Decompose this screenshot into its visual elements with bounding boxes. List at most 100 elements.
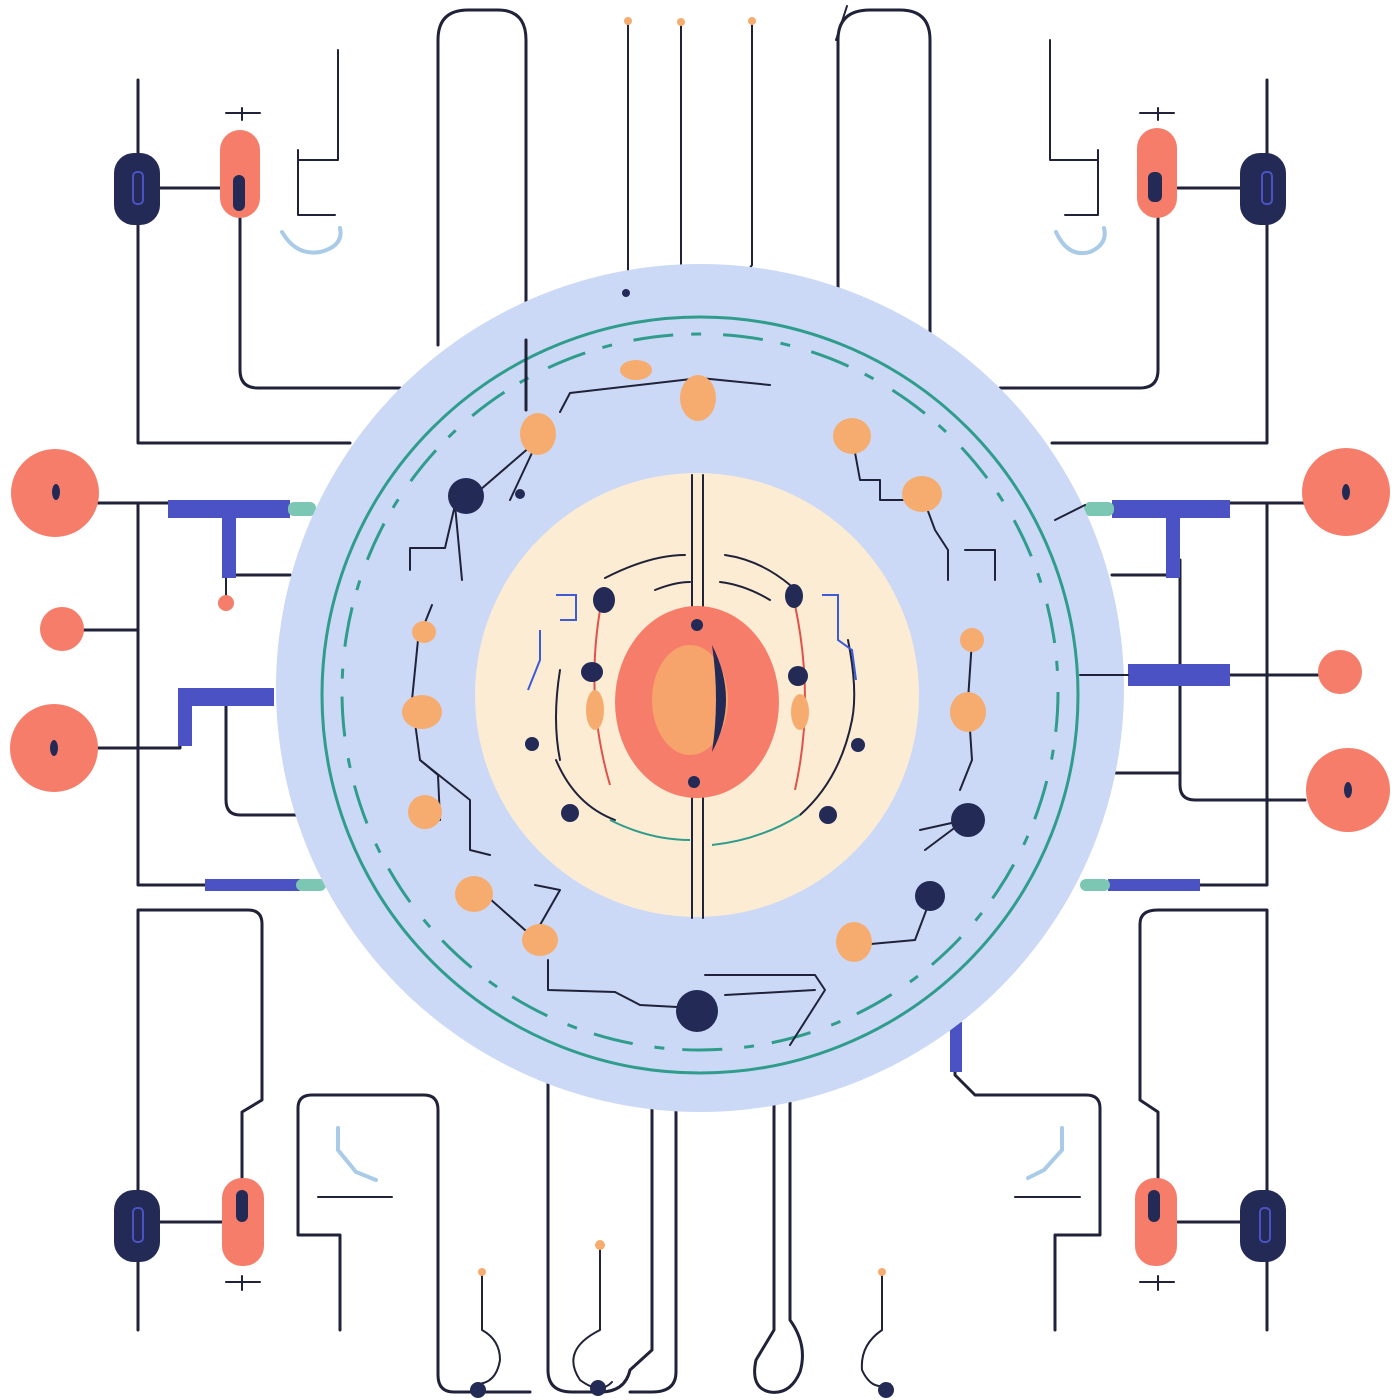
disc-wire-b [559,377,771,413]
plug-icon [114,153,160,225]
probe-tip [624,17,632,25]
peach-nodes [402,360,986,962]
blue-bus-bars [168,500,1230,1072]
peach-node [833,418,871,454]
right-terminal-wire-3 [1178,558,1307,802]
top-right-fuse-wire [998,213,1160,390]
ring-terminal-icon [1318,650,1362,694]
navy-node [878,1382,894,1398]
inner-arc-3 [654,581,691,591]
disc-wire-d [851,435,921,501]
inner-arc-4 [719,581,771,601]
probe-tip [478,1268,486,1276]
navy-node [676,990,718,1032]
peach-node [586,690,604,730]
probe-tip [748,17,756,25]
navy-node [448,478,484,514]
bottom-loop-wire-2 [753,1038,804,1394]
right-bus-bar-mid [1128,664,1230,686]
left-bus-bar-drop [222,500,236,578]
bottom-right-probe-glyph [1026,1126,1064,1180]
inner-arc-6 [799,719,853,816]
bottom-probe-wire-2 [572,1244,613,1389]
navy-node [951,803,985,837]
disc-wire-q [1054,504,1129,676]
inner-arc-2 [724,554,791,586]
plug-icon [114,1190,160,1262]
inner-arc-9 [609,819,691,841]
inner-arc-1 [604,554,686,579]
teal-connectors [288,502,1114,891]
navy-node [788,666,808,686]
bottom-left-tick [225,1275,261,1291]
navy-node [515,489,525,499]
disc-wire-f [409,504,463,581]
navy-node [622,289,630,297]
top-left-tick [225,107,261,121]
inner-arc-5 [555,759,616,821]
peach-node [520,413,556,455]
top-right-bracket [1049,39,1099,216]
disc-wire-e [921,494,996,581]
peach-node [455,876,493,912]
probe-tips [478,17,886,1276]
right-bus-wire [1198,501,1269,887]
ring-terminal-icon [40,607,84,651]
fuse-icon [1135,1178,1177,1266]
navy-node [581,662,603,682]
navy-node [819,806,837,824]
plug-icon [1240,153,1286,225]
inner-arc-7 [555,669,561,761]
left-junction-dot [218,595,234,611]
fuse-icon [220,130,260,218]
ring-terminal-icon [10,704,98,792]
top-left-hook [280,226,343,255]
peach-node [960,628,984,652]
inner-arcs [527,554,857,846]
inner-arc-10 [711,814,801,846]
peach-node [791,694,809,730]
ring-terminal-icon [11,449,99,537]
inner-glyph-left [527,594,577,691]
fuse-icon [222,1178,264,1266]
bottom-loop-wire-3 [628,1028,678,1394]
peach-node [950,692,986,732]
top-right-hook [1054,226,1107,255]
disc-wire-m [547,959,697,1009]
navy-node [470,1382,486,1398]
top-probe-wire-4 [835,5,848,41]
left-bus-wire [136,501,212,887]
fuses [114,128,1286,1266]
disc-wire-o [724,989,816,996]
top-left-bracket [297,49,339,216]
plug-icon [1240,1190,1286,1262]
probe-tip [878,1268,886,1276]
disc-wire-p [534,884,561,926]
navy-node [561,804,579,822]
disc-wire-h [419,759,491,856]
peach-node [402,695,442,729]
left-inner-wire [224,573,300,817]
bottom-left-loop [296,1093,532,1394]
teal-dashed-ring [340,332,1060,1052]
left-teal-connector-2 [296,879,326,891]
left-teal-connector-1 [288,502,316,516]
bottom-probe-wire-3 [860,1271,891,1388]
inner-arc-8 [847,639,856,721]
top-left-fuse-wire [238,213,402,390]
core-inner [652,645,728,755]
top-left-loop-wire [436,8,528,412]
core-bottom-dot [688,776,700,788]
peach-node [620,360,652,380]
right-teal-connector-1 [1084,502,1114,516]
core-node-icon [615,606,779,798]
left-bus-bar-bottom [205,879,300,891]
peach-node [412,621,436,643]
probe-tip [595,1240,605,1250]
bottom-bus-stub [950,1022,962,1072]
navy-node [915,881,945,911]
navy-node [785,584,803,608]
navy-node [593,587,615,613]
